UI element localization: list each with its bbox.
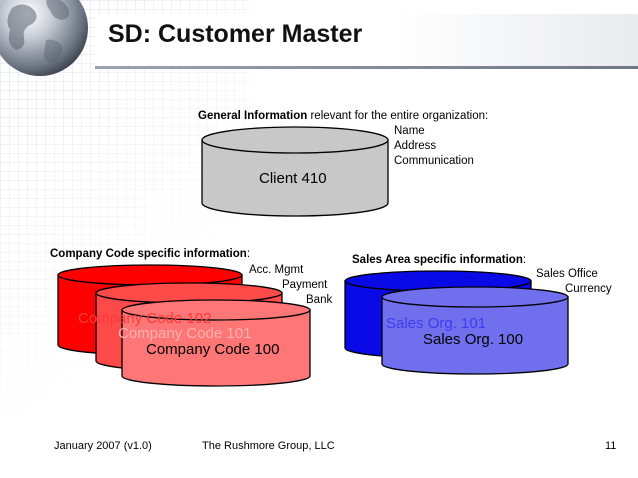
sales-org-101-label: Sales Org. 101: [386, 315, 487, 332]
sales-area-item-currency: Currency: [565, 283, 612, 295]
general-info-heading-rest: relevant for the entire organization:: [307, 110, 489, 122]
company-code-100-label: Company Code 100: [146, 341, 280, 358]
footer-date: January 2007 (v1.0): [54, 440, 152, 452]
company-code-item-payment: Payment: [282, 279, 328, 291]
footer-company: The Rushmore Group, LLC: [202, 440, 335, 452]
sales-area-heading-rest: :: [522, 254, 527, 266]
footer-page-number: 11: [605, 440, 617, 452]
slide-title: SD: Customer Master: [108, 20, 363, 48]
company-code-heading: Company Code specific information:: [50, 248, 250, 260]
company-code-102-label: Company Code 102: [78, 310, 212, 327]
sales-org-100-label: Sales Org. 100: [423, 331, 524, 348]
sales-area-heading: Sales Area specific information:: [352, 254, 526, 266]
general-info-heading-bold: General Information: [198, 110, 308, 122]
company-code-heading-bold: Company Code specific information: [50, 248, 247, 260]
general-item-address: Address: [394, 140, 437, 152]
client-label: Client 410: [259, 170, 327, 187]
title-bar: [95, 14, 638, 66]
company-code-item-bank: Bank: [306, 294, 333, 306]
general-item-communication: Communication: [394, 155, 474, 167]
company-code-100-cylinder: [121, 299, 311, 387]
globe-logo: [0, 0, 88, 76]
company-code-heading-rest: :: [246, 248, 251, 260]
title-underline: [95, 66, 638, 69]
company-code-item-acc-mgmt: Acc. Mgmt: [249, 264, 304, 276]
sales-org-100-cylinder: [381, 286, 569, 375]
sales-area-heading-bold: Sales Area specific information: [352, 254, 523, 266]
sales-area-item-sales-office: Sales Office: [536, 268, 598, 280]
company-code-101-label: Company Code 101: [118, 325, 252, 342]
client-cylinder: [201, 126, 389, 217]
general-item-name: Name: [394, 125, 425, 137]
general-info-heading: General Information relevant for the ent…: [198, 110, 488, 122]
